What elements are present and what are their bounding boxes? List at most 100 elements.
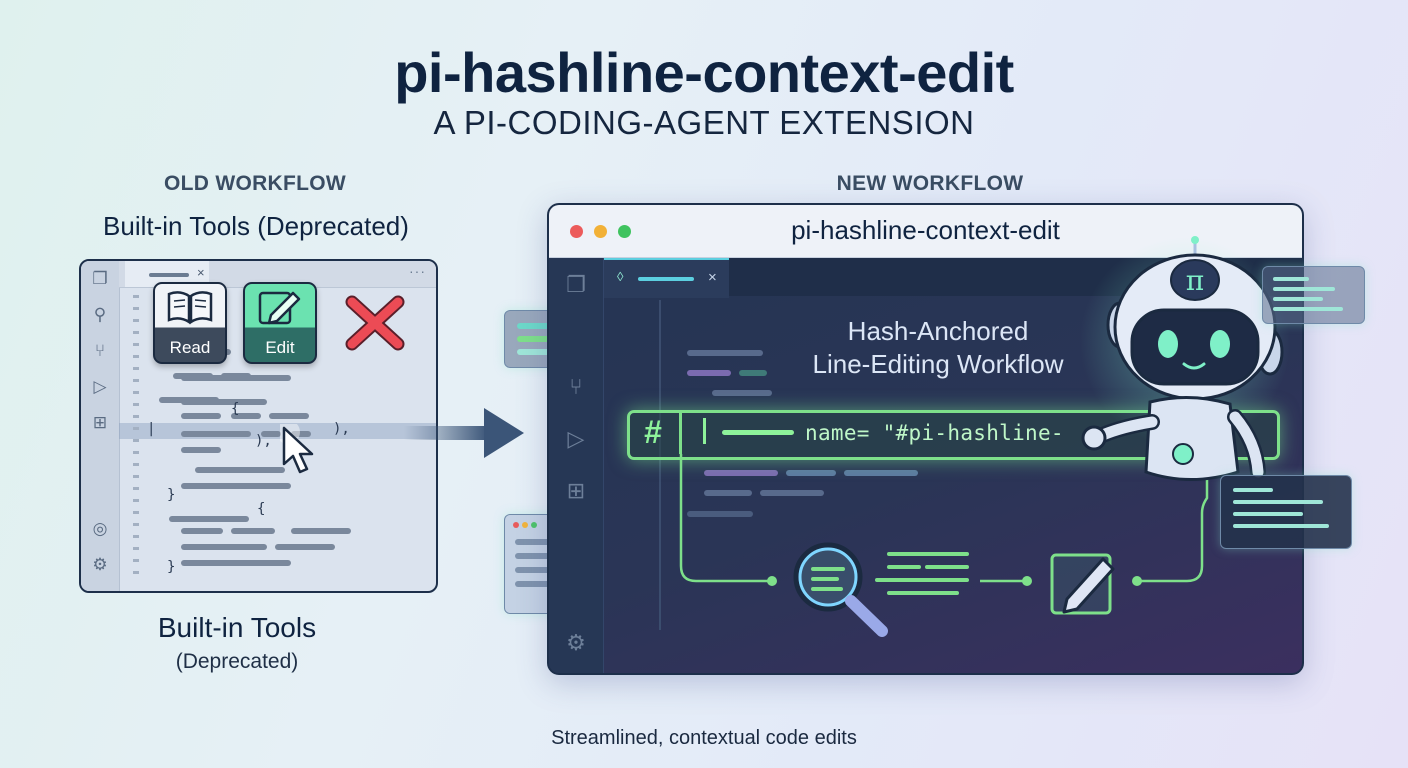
run-debug-icon[interactable]: ▷ bbox=[567, 426, 585, 451]
book-icon bbox=[167, 291, 213, 325]
read-tool-label: Read bbox=[169, 338, 211, 357]
edit-pencil-icon bbox=[1050, 553, 1115, 615]
code-line bbox=[181, 413, 221, 419]
gutter-mark bbox=[133, 427, 139, 430]
pointer-cursor-icon bbox=[280, 424, 314, 474]
edit-tool-label: Edit bbox=[265, 338, 295, 357]
footer-caption: Streamlined, contextual code edits bbox=[551, 727, 857, 749]
arrow-right-icon bbox=[404, 408, 524, 458]
pencil-icon bbox=[258, 291, 301, 325]
gutter-mark bbox=[133, 511, 139, 514]
gutter-mark bbox=[133, 331, 139, 334]
edit-tool-button[interactable]: Edit bbox=[243, 282, 317, 364]
gutter-mark bbox=[133, 523, 139, 526]
gutter-mark bbox=[133, 559, 139, 562]
code-line bbox=[181, 528, 223, 534]
floating-terminal-panel bbox=[1220, 475, 1352, 549]
code-line bbox=[269, 413, 309, 419]
gutter-mark bbox=[133, 391, 139, 394]
page-title: pi-hashline-context-edit bbox=[394, 41, 1014, 104]
code-brace: { bbox=[231, 401, 240, 417]
code-line bbox=[181, 544, 267, 550]
cross-icon bbox=[345, 295, 405, 351]
floating-code-panel bbox=[1262, 266, 1365, 324]
old-footer-subtitle: (Deprecated) bbox=[175, 650, 299, 673]
robot-icon: π bbox=[1080, 236, 1290, 481]
file-icon: ◊ bbox=[617, 269, 624, 284]
gutter-mark bbox=[133, 487, 139, 490]
magnifier-icon bbox=[793, 542, 888, 637]
new-editor-tab[interactable]: ◊ × bbox=[604, 258, 729, 298]
gutter-mark bbox=[133, 355, 139, 358]
gutter-mark bbox=[133, 547, 139, 550]
gutter-mark bbox=[133, 499, 139, 502]
source-control-icon[interactable]: ⑂ bbox=[569, 374, 583, 399]
page-subtitle: A PI-CODING-AGENT EXTENSION bbox=[433, 104, 975, 141]
code-line bbox=[181, 375, 291, 381]
settings-icon[interactable]: ⚙ bbox=[566, 630, 586, 655]
hash-line-code: name= "#pi-hashline- bbox=[805, 421, 1064, 445]
gutter-mark bbox=[133, 535, 139, 538]
old-footer-title: Built-in Tools bbox=[157, 612, 317, 643]
code-line bbox=[181, 560, 291, 566]
code-brace: ), bbox=[255, 433, 272, 449]
code-line bbox=[181, 431, 251, 437]
code-line bbox=[231, 528, 275, 534]
gutter-mark bbox=[133, 367, 139, 370]
code-line bbox=[169, 516, 249, 522]
files-icon[interactable]: ❐ bbox=[566, 272, 586, 297]
window-title: pi-hashline-context-edit bbox=[791, 215, 1060, 245]
workflow-caption: Hash-Anchored Line-Editing Workflow bbox=[778, 315, 1098, 381]
caption-line-2: Line-Editing Workflow bbox=[812, 349, 1064, 379]
extensions-icon[interactable]: ⊞ bbox=[92, 413, 108, 432]
code-line bbox=[181, 483, 291, 489]
code-line bbox=[181, 447, 221, 453]
gutter-mark bbox=[133, 571, 139, 574]
hash-anchor-badge: # bbox=[627, 410, 682, 454]
code-line bbox=[261, 431, 281, 437]
tab-close-icon[interactable]: × bbox=[708, 269, 717, 286]
files-icon[interactable]: ❐ bbox=[92, 269, 108, 288]
code-line bbox=[291, 431, 311, 437]
code-brace: } bbox=[167, 487, 176, 503]
gutter-mark bbox=[133, 439, 139, 442]
gutter-mark bbox=[133, 319, 139, 322]
extensions-icon[interactable]: ⊞ bbox=[566, 478, 586, 503]
run-debug-icon[interactable]: ▷ bbox=[93, 377, 107, 396]
minimize-window-button[interactable] bbox=[594, 225, 607, 238]
gutter-mark bbox=[133, 451, 139, 454]
gutter-mark bbox=[133, 463, 139, 466]
gutter-mark bbox=[133, 307, 139, 310]
code-line bbox=[231, 413, 261, 419]
code-line bbox=[181, 399, 267, 405]
maximize-window-button[interactable] bbox=[618, 225, 631, 238]
gutter-mark bbox=[133, 403, 139, 406]
new-workflow-label: NEW WORKFLOW bbox=[836, 172, 1024, 195]
close-window-button[interactable] bbox=[570, 225, 583, 238]
gutter-mark bbox=[133, 379, 139, 382]
source-control-icon[interactable]: ⑂ bbox=[94, 341, 106, 360]
code-brace: { bbox=[257, 501, 266, 517]
old-workflow-label: OLD WORKFLOW bbox=[163, 172, 347, 195]
gutter-mark bbox=[133, 415, 139, 418]
workflow-flow-diagram bbox=[679, 454, 1209, 637]
gutter-mark bbox=[133, 295, 139, 298]
new-activity-bar: ❐ ⑂ ▷ ⊞ ⚙ bbox=[549, 258, 604, 673]
account-icon[interactable]: ◎ bbox=[92, 519, 108, 538]
code-brace: | bbox=[147, 421, 156, 437]
tab-close-icon[interactable]: × bbox=[197, 265, 205, 280]
settings-icon[interactable]: ⚙ bbox=[92, 555, 108, 574]
read-tool-button[interactable]: Read bbox=[153, 282, 227, 364]
code-brace: } bbox=[167, 559, 176, 575]
caption-line-1: Hash-Anchored bbox=[847, 316, 1029, 346]
more-actions-icon[interactable]: ··· bbox=[409, 263, 426, 279]
code-line bbox=[275, 544, 335, 550]
old-activity-bar: ❐ ⚲ ⑂ ▷ ⊞ ◎ ⚙ bbox=[81, 261, 120, 591]
gutter-mark bbox=[133, 475, 139, 478]
code-brace: ), bbox=[333, 421, 350, 437]
robot-badge: π bbox=[1186, 264, 1204, 297]
gutter-mark bbox=[133, 343, 139, 346]
old-workflow-heading: Built-in Tools (Deprecated) bbox=[103, 211, 409, 241]
search-icon[interactable]: ⚲ bbox=[93, 305, 107, 324]
code-line bbox=[195, 467, 285, 473]
